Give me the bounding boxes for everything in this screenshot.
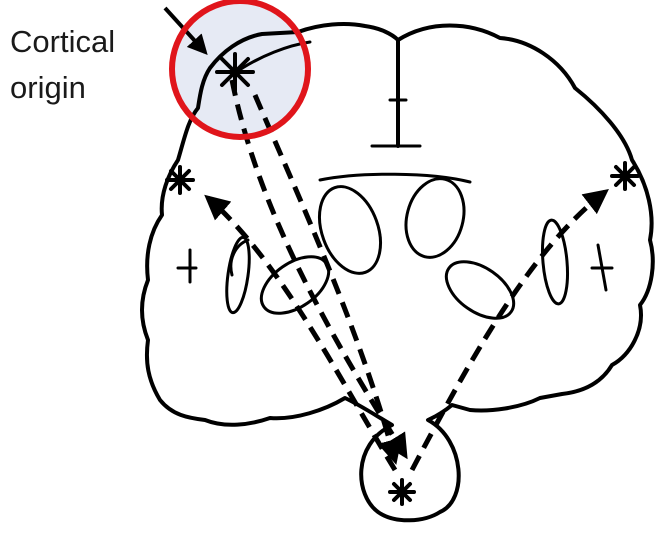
gyrus-left bbox=[231, 240, 248, 275]
left-cortex-star-icon bbox=[167, 167, 193, 193]
right-cortex-star-icon bbox=[612, 163, 638, 189]
insula-right bbox=[539, 219, 570, 305]
brainstem-star-icon bbox=[390, 480, 414, 504]
label-line-2: origin bbox=[10, 70, 86, 105]
nucleus-left-upper bbox=[308, 178, 391, 282]
sulcus-left-lateral bbox=[178, 250, 196, 282]
pathway-stem-to-left-cortex bbox=[208, 198, 395, 470]
thalamus-right bbox=[436, 250, 523, 330]
sulcus-right-lateral bbox=[592, 245, 612, 290]
origin-star-icon bbox=[217, 54, 253, 90]
label-line-1: Cortical bbox=[10, 24, 115, 59]
nucleus-right-upper bbox=[398, 172, 473, 264]
